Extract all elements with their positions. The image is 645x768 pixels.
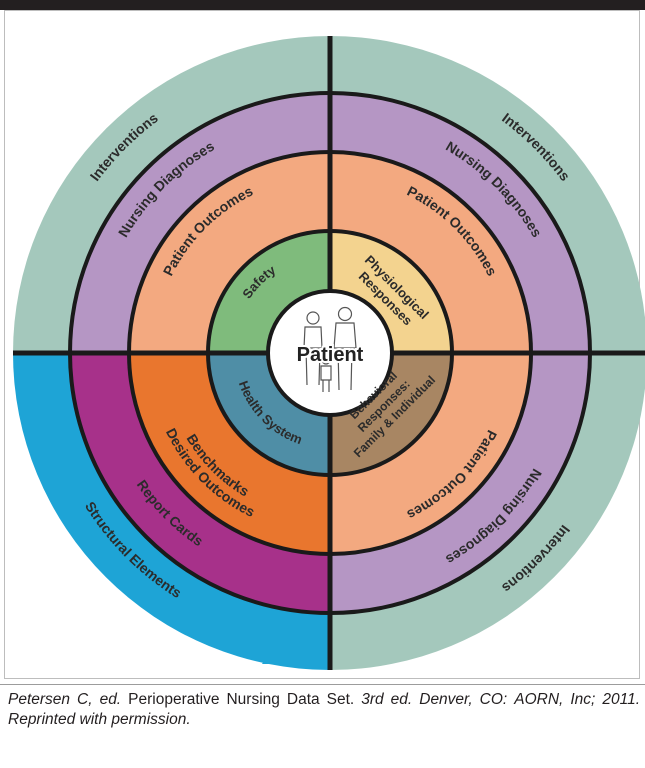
figure-caption: Petersen C, ed. Perioperative Nursing Da…	[8, 690, 640, 730]
caption-edition: 3rd ed. Denver, CO:	[361, 691, 508, 708]
caption-divider	[0, 684, 645, 685]
patient-center: Patient	[266, 289, 394, 417]
caption-author: Petersen C, ed.	[8, 691, 122, 708]
patient-label: Patient	[297, 344, 364, 366]
caption-title: Perioperative Nursing Data Set.	[128, 691, 355, 708]
top-bar	[0, 0, 645, 10]
caption-publisher: AORN, Inc; 2011. Reprinted with permissi…	[8, 691, 641, 728]
family-figures-icon	[303, 306, 357, 392]
pnds-model-diagram: Patient Interventions Interventions Inte…	[13, 36, 645, 670]
